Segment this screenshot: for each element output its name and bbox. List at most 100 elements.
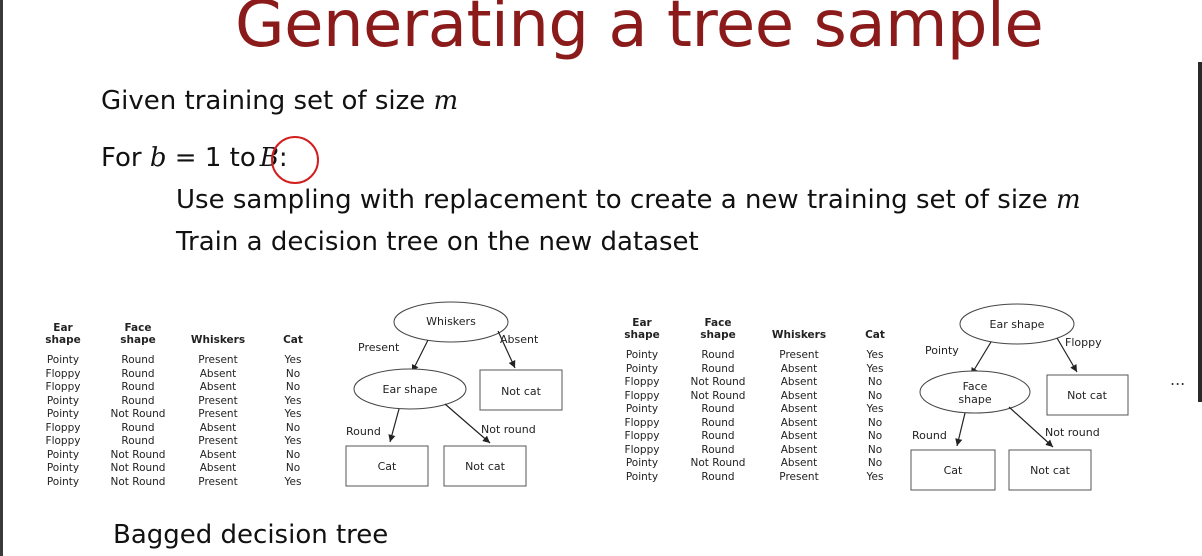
table-cell: Floppy — [45, 421, 81, 434]
table-cell: Pointy — [625, 470, 659, 483]
table-cell: No — [867, 457, 883, 469]
tree2-edge-left — [970, 341, 992, 376]
table-cell: Pointy — [46, 394, 80, 407]
tree1-root-label: Whiskers — [426, 315, 476, 328]
tree1-mid-edge-left — [388, 408, 400, 443]
frame-left-edge — [0, 0, 3, 556]
table-cell: Present — [198, 354, 238, 366]
tree1-mid-edge-left-label: Round — [346, 425, 381, 438]
table-cell: Not Round — [110, 462, 166, 474]
table-cell: No — [867, 416, 883, 429]
table-cell: No — [867, 376, 883, 388]
tree1-leaf-right — [443, 445, 527, 487]
tree2-edge-left-label: Pointy — [925, 344, 959, 357]
red-annotation-circle — [271, 136, 319, 184]
tree1-edge-left — [411, 339, 429, 373]
tree2-leaf-left-label: Cat — [944, 464, 963, 477]
tree2-mid-label-1: Face — [963, 380, 988, 393]
table-cell: Yes — [866, 470, 884, 483]
table-cell: Present — [779, 349, 819, 361]
table-cell: Not Round — [690, 457, 746, 469]
tree1-edge-left-label: Present — [358, 341, 400, 354]
table-cell: Round — [701, 430, 735, 442]
tree1-leaf-left — [345, 445, 429, 487]
line2-prefix: For — [101, 143, 150, 173]
tree1-mid-edge-right-label: Not round — [481, 423, 536, 436]
line4-text: Train a decision tree on the new dataset — [176, 227, 699, 257]
table-cell: Absent — [780, 389, 818, 402]
table-cell: Yes — [284, 394, 302, 407]
var-b: b — [149, 143, 167, 173]
decision-tree-2: Ear shape Pointy Floppy Face shape Not c… — [910, 303, 1129, 491]
tree2-right-leaf — [1046, 374, 1129, 416]
table-cell: Absent — [199, 421, 237, 434]
table-cell: Absent — [780, 403, 818, 415]
tree2-mid-label-2: shape — [958, 393, 991, 406]
frame-right-edge — [1198, 62, 1202, 402]
table-cell: Yes — [284, 435, 302, 447]
line1-text: Given training set of size — [101, 86, 434, 116]
table-cell: Floppy — [624, 430, 660, 442]
tree2-leaf-right — [1008, 449, 1092, 491]
table-cell: Absent — [780, 443, 818, 456]
table-cell: No — [285, 381, 301, 393]
tree1-edge-right-label: Absent — [500, 333, 539, 346]
table-cell: Not Round — [110, 448, 166, 461]
tree2-edge-right-label: Floppy — [1065, 336, 1102, 349]
table-row: Pointy Round Present Yes — [38, 354, 338, 368]
table-cell: Pointy — [46, 475, 80, 488]
slide-title: Generating a tree sample — [235, 0, 1044, 62]
table-cell: Round — [121, 381, 155, 393]
table-cell: Absent — [780, 416, 818, 429]
line3-text: Use sampling with replacement to create … — [176, 185, 1056, 215]
tree2-mid-edge-right — [1008, 406, 1054, 448]
table-cell: Round — [701, 349, 735, 361]
tree2-root-node — [959, 303, 1075, 345]
table-cell: Pointy — [46, 462, 80, 474]
footer-caption: Bagged decision tree — [113, 520, 389, 550]
tree2-leaf-right-label: Not cat — [1030, 464, 1071, 477]
table-cell: Not Round — [690, 376, 746, 388]
table-cell: Pointy — [625, 362, 659, 375]
header-whiskers: Whiskers — [190, 334, 246, 346]
tree2-right-leaf-label: Not cat — [1067, 389, 1108, 402]
table-cell: Absent — [199, 448, 237, 461]
tree2-root-label: Ear shape — [990, 318, 1045, 331]
tree1-right-leaf-label: Not cat — [501, 385, 542, 398]
tree1-right-leaf — [479, 369, 563, 411]
table-cell: Pointy — [625, 349, 659, 361]
table-cell: No — [285, 421, 301, 434]
table-cell: Round — [701, 470, 735, 483]
table-cell: Floppy — [45, 381, 81, 393]
var-m-2: m — [1055, 185, 1081, 215]
table-cell: No — [867, 443, 883, 456]
table-cell: Pointy — [46, 354, 80, 366]
tree2-mid-edge-left — [955, 412, 966, 447]
header-cat: Cat — [283, 334, 303, 346]
table-cell: No — [867, 430, 883, 442]
train-tree-line: Train a decision tree on the new dataset — [176, 227, 699, 257]
table-cell: Floppy — [45, 435, 81, 447]
table-cell: Not Round — [110, 408, 166, 420]
given-training-set-line: Given training set of size m — [101, 86, 458, 116]
table-cell: Present — [779, 470, 819, 483]
table-cell: Pointy — [625, 457, 659, 469]
table-cell: Yes — [284, 354, 302, 366]
table-cell: Round — [121, 354, 155, 366]
table-cell: Present — [198, 408, 238, 420]
